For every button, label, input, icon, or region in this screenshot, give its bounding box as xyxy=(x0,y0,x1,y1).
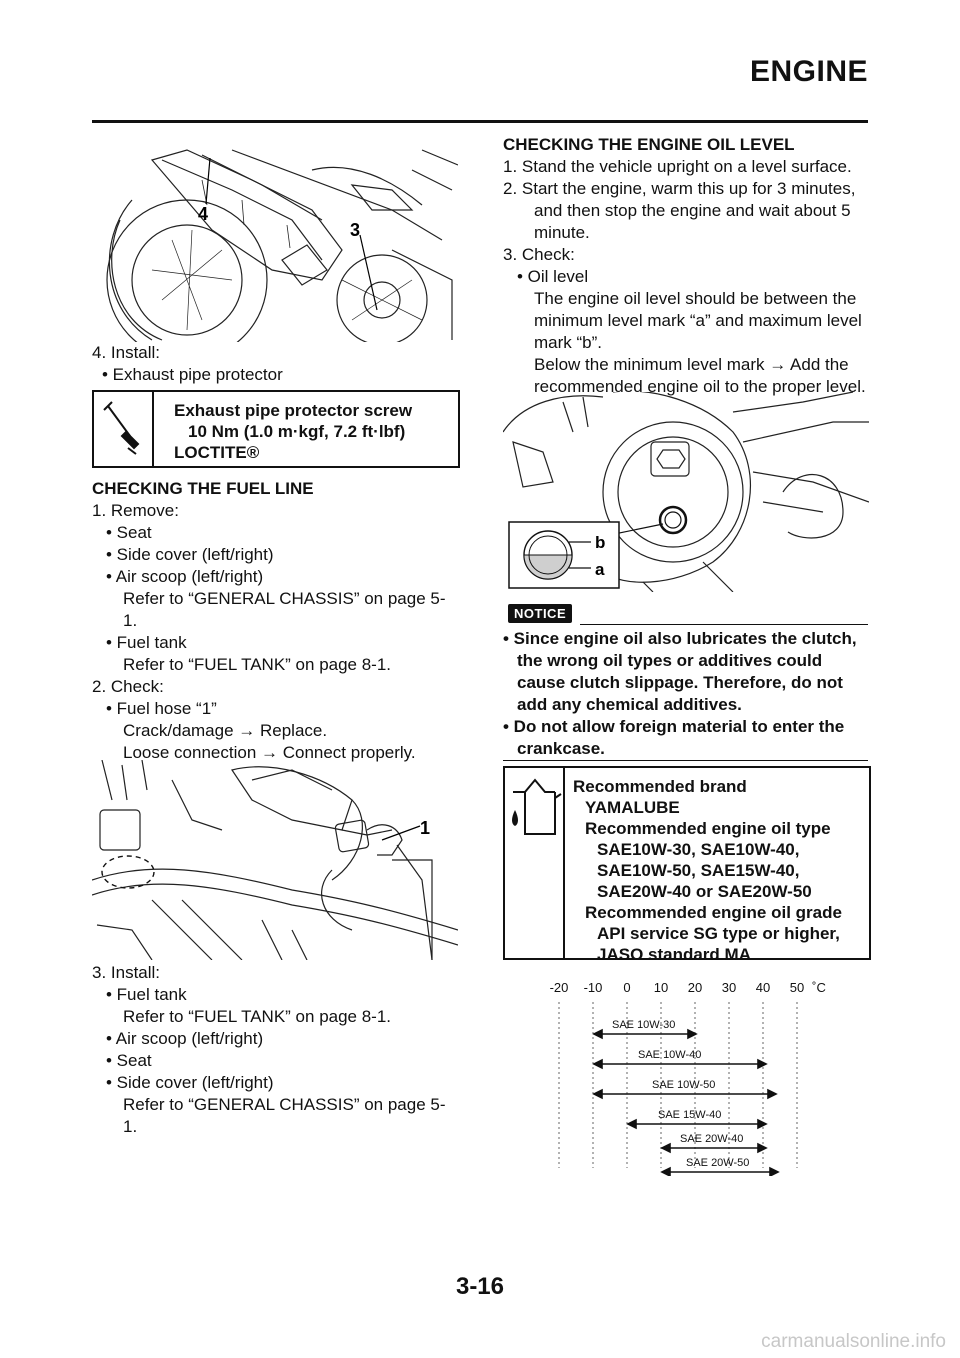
step-line: • Air scoop (left/right) xyxy=(106,1029,264,1048)
step-line: and then stop the engine and wait about … xyxy=(534,201,851,220)
step-line: • Fuel hose “1” xyxy=(106,699,217,718)
step-line: • Oil level xyxy=(517,267,589,286)
header-rule xyxy=(92,120,868,123)
oil-box-line: Recommended engine oil grade xyxy=(585,903,842,922)
notice-line: • Do not allow foreign material to enter… xyxy=(503,717,845,736)
oil-box-line: JASO standard MA xyxy=(597,945,751,964)
step-line: 2. Check: xyxy=(92,677,164,696)
spec-torque: 10 Nm (1.0 m·kgf, 7.2 ft·lbf) xyxy=(188,422,406,441)
step-line: 3. Check: xyxy=(503,245,575,264)
callout-3: 3 xyxy=(350,220,360,240)
notice-top-rule xyxy=(580,624,868,625)
step-line: Refer to “GENERAL CHASSIS” on page 5- xyxy=(123,1095,446,1114)
oil-box-line: SAE10W-30, SAE10W-40, xyxy=(597,840,800,859)
exhaust-protector-illustration: 4 3 xyxy=(92,130,458,342)
wrench-icon xyxy=(94,392,154,466)
temp-label: -20 xyxy=(550,980,569,995)
step-line: Refer to “GENERAL CHASSIS” on page 5- xyxy=(123,589,446,608)
torque-spec-box: Exhaust pipe protector screw 10 Nm (1.0 … xyxy=(92,390,460,468)
notice-line: cause clutch slippage. Therefore, do not xyxy=(517,673,843,692)
temp-label: 50 xyxy=(790,980,804,995)
grade-label: SAE 20W-40 xyxy=(680,1133,743,1145)
temp-label: 0 xyxy=(623,980,630,995)
step-line: Crack/damage → Replace. xyxy=(123,721,328,740)
notice-line: the wrong oil types or additives could xyxy=(517,651,823,670)
step-line: minimum level mark “a” and maximum level xyxy=(534,311,862,330)
notice-bottom-rule xyxy=(503,760,868,761)
grade-label: SAE 10W-30 xyxy=(612,1019,675,1031)
step-line: 1. xyxy=(123,1117,138,1136)
step-line: The engine oil level should be between t… xyxy=(534,289,857,308)
temp-unit: ˚C xyxy=(812,980,826,995)
oil-can-icon xyxy=(505,768,565,958)
step-line: • Seat xyxy=(106,1051,152,1070)
step-line: • Side cover (left/right) xyxy=(106,1073,274,1092)
temp-label: 30 xyxy=(722,980,736,995)
install-item-exhaust: • Exhaust pipe protector xyxy=(102,365,283,384)
step-line: mark “b”. xyxy=(534,333,602,352)
install-step-4: 4. Install: xyxy=(92,343,161,362)
step-line: • Air scoop (left/right) xyxy=(106,567,264,586)
temp-label: -10 xyxy=(584,980,603,995)
step-line: • Fuel tank xyxy=(106,633,187,652)
step-line: Refer to “FUEL TANK” on page 8-1. xyxy=(123,1007,392,1026)
page-title: ENGINE xyxy=(749,55,868,88)
step-line: 3. Install: xyxy=(92,963,161,982)
step-line: Loose connection → Connect properly. xyxy=(123,743,416,762)
install-step-3: 3. Install: • Fuel tank Refer to “FUEL T… xyxy=(92,962,446,1138)
step-line: Refer to “FUEL TANK” on page 8-1. xyxy=(123,655,392,674)
notice-badge: NOTICE xyxy=(508,604,573,623)
grade-label: SAE 20W-50 xyxy=(686,1157,749,1169)
spec-note: LOCTITE® xyxy=(174,443,260,462)
watermark: carmanualsonline.info xyxy=(761,1331,946,1352)
step-line: 1. Stand the vehicle upright on a level … xyxy=(503,157,852,176)
notice-line: crankcase. xyxy=(517,739,605,758)
mark-a-label: a xyxy=(595,560,605,579)
fuel-line-heading: CHECKING THE FUEL LINE xyxy=(92,479,314,498)
spec-title: Exhaust pipe protector screw xyxy=(174,401,413,420)
callout-4: 4 xyxy=(198,204,208,224)
oil-level-illustration: b a xyxy=(503,392,869,592)
notice-body: • Since engine oil also lubricates the c… xyxy=(503,628,857,760)
temp-label: 40 xyxy=(756,980,770,995)
step-line: 1. Remove: xyxy=(92,501,179,520)
oil-box-line: YAMALUBE xyxy=(585,798,680,817)
step-line: • Fuel tank xyxy=(106,985,187,1004)
temp-label: 10 xyxy=(654,980,668,995)
grade-label: SAE 10W-50 xyxy=(652,1079,715,1091)
engine-oil-steps: 1. Stand the vehicle upright on a level … xyxy=(503,156,866,398)
oil-box-line: Recommended brand xyxy=(573,777,747,796)
oil-box-line: SAE20W-40 or SAE20W-50 xyxy=(597,882,812,901)
step-line: Below the minimum level mark → Add the xyxy=(534,355,849,374)
step-line: minute. xyxy=(534,223,590,242)
oil-recommendation-box: Recommended brand YAMALUBE Recommended e… xyxy=(503,766,871,964)
step-line: • Side cover (left/right) xyxy=(106,545,274,564)
step-line: • Seat xyxy=(106,523,152,542)
fuel-line-steps: 1. Remove: • Seat • Side cover (left/rig… xyxy=(92,500,446,764)
mark-b-label: b xyxy=(595,533,605,552)
temp-label: 20 xyxy=(688,980,702,995)
fuel-hose-illustration: 1 xyxy=(92,760,458,960)
step-line: 1. xyxy=(123,611,138,630)
engine-oil-heading: CHECKING THE ENGINE OIL LEVEL xyxy=(503,135,795,154)
callout-1: 1 xyxy=(420,818,430,838)
grade-label: SAE 10W-40 xyxy=(638,1049,701,1061)
step-line: 2. Start the engine, warm this up for 3 … xyxy=(503,179,856,198)
oil-box-line: API service SG type or higher, xyxy=(597,924,840,943)
oil-viscosity-temperature-chart: -20 -10 0 10 20 30 40 50 ˚C SAE 10W-30 xyxy=(530,976,840,1176)
oil-box-line: Recommended engine oil type xyxy=(585,819,831,838)
page-number: 3-16 xyxy=(455,1273,505,1300)
grade-label: SAE 15W-40 xyxy=(658,1109,721,1121)
notice-line: • Since engine oil also lubricates the c… xyxy=(503,629,857,648)
oil-box-line: SAE10W-50, SAE15W-40, xyxy=(597,861,800,880)
notice-line: add any chemical additives. xyxy=(517,695,742,714)
